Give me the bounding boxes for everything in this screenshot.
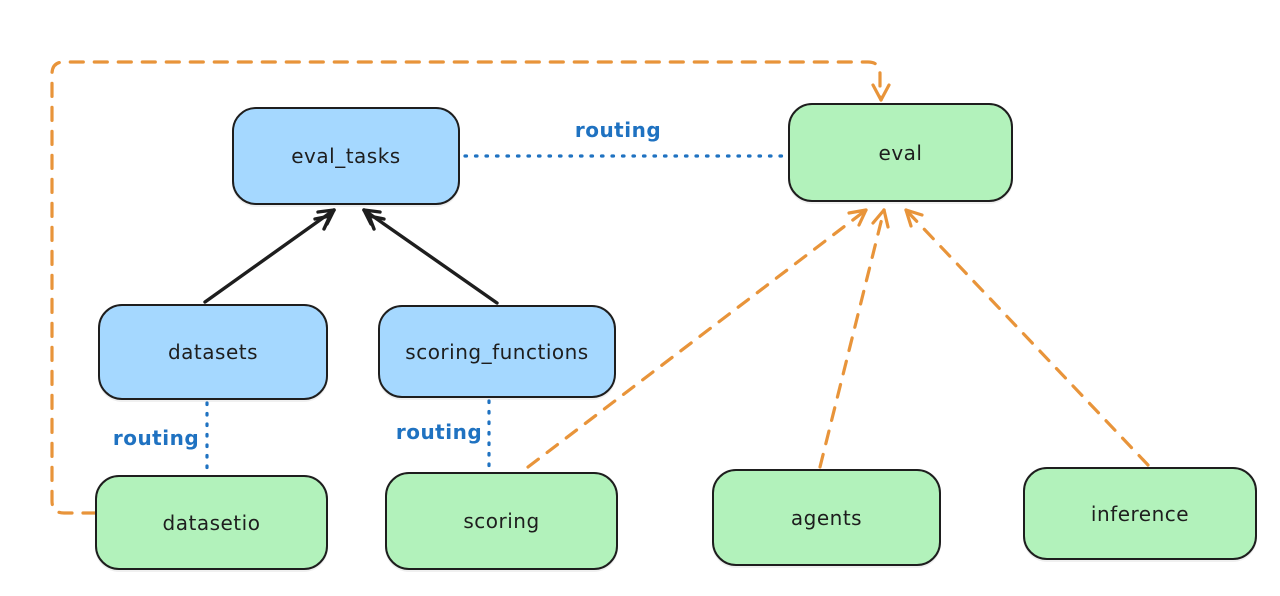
node-datasets-label: datasets [167,340,259,364]
node-eval-tasks: eval_tasks [232,107,460,205]
node-datasets: datasets [98,304,328,400]
edge-label-routing-datasets-datasetio: routing [112,426,200,450]
node-scoring-label: scoring [463,509,540,533]
node-inference-label: inference [1090,501,1190,526]
edge-inference-to-eval [904,208,1150,467]
node-scoring-functions-label: scoring_functions [405,339,589,364]
edge-label-routing-scoring-functions-scoring: routing [395,420,483,444]
node-datasetio-label: datasetio [162,510,261,535]
node-inference: inference [1023,467,1257,560]
edge-scoring-functions-to-eval-tasks [362,208,499,305]
node-scoring-functions: scoring_functions [378,305,616,398]
node-eval-label: eval [878,140,923,165]
node-agents-label: agents [790,505,863,530]
node-agents: agents [712,469,941,566]
node-eval: eval [788,103,1013,202]
edge-agents-to-eval [818,208,890,469]
edge-scoring-to-eval [526,208,868,469]
edge-label-routing-eval-tasks-eval: routing [574,118,662,142]
edge-datasetio-to-eval [50,60,891,515]
node-scoring: scoring [385,472,618,570]
node-datasetio: datasetio [95,475,328,570]
node-eval-tasks-label: eval_tasks [291,144,401,168]
edge-datasets-to-eval-tasks [203,208,336,304]
